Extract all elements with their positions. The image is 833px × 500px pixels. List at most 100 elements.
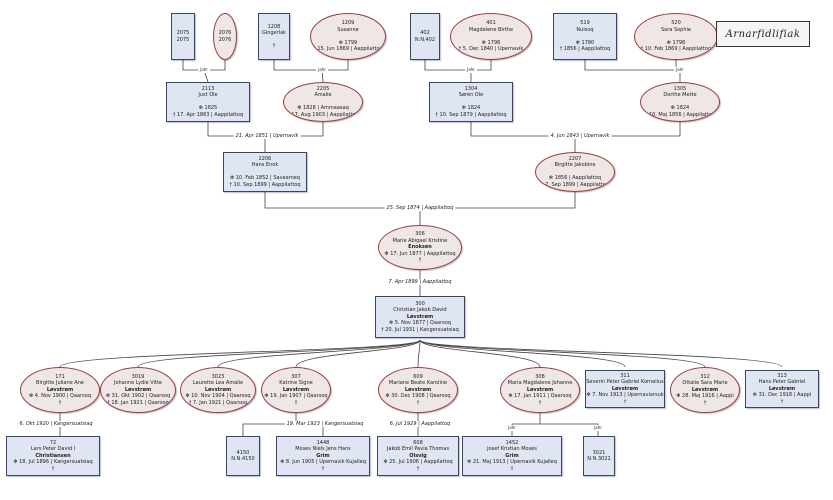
person-id: 2076 <box>218 30 232 36</box>
person-details: 2075 <box>177 37 190 44</box>
person-id: 312 <box>700 373 710 380</box>
junction-label: Jahr <box>506 425 518 431</box>
person-id: 300 <box>415 300 425 307</box>
person-line: Magdalene Birthe <box>468 26 514 33</box>
couple-connector <box>540 423 599 436</box>
person-details: Nulsoq ✻ 1780† 1856 | Aappilattoq <box>560 27 611 53</box>
person-line: † 20. Jul 1931 | Kangersuatsiaq <box>381 326 459 333</box>
person-line: Moses Niels Jens Hans <box>295 446 351 453</box>
person-line: † <box>418 257 422 264</box>
person-line: ✻ 1828 | Ammaasaq <box>297 105 349 112</box>
person-details: Dorthe Mette ✻ 1824† 10. Maj 1856 | Aapp… <box>645 92 715 118</box>
person-line: N.N.4150 <box>231 456 255 462</box>
person-line: ✻ 1824 <box>461 105 481 112</box>
person-line: Nulsoq <box>576 26 594 33</box>
person-line: N.N.3021 <box>587 456 611 462</box>
person-line: Gingerlak <box>261 30 287 36</box>
child-connector <box>137 339 421 368</box>
person-line: Hans Enok <box>251 162 279 169</box>
person-line: ✻ 4. Nov 1900 | Qaarsoq <box>28 393 92 400</box>
person-line: † 1856 | Aappilattoq <box>559 46 611 53</box>
person-line: † <box>416 465 420 472</box>
person-line: ✻ 5. Nov 1877 | Qaarsoq <box>388 320 451 327</box>
person-line: ✻ 10. Feb 1852 | Savaarneq <box>229 175 301 182</box>
junction-label: Jahr <box>316 67 328 73</box>
person-line: † <box>321 465 325 472</box>
person-line: ✻ 17. Jun 1877 | Aappilattoq <box>384 250 456 257</box>
couple-connector <box>584 60 677 71</box>
person-line: Ottalie Sara Marie <box>682 380 728 387</box>
person-surname: Enoksen <box>408 244 432 251</box>
person-id: 609 <box>413 373 423 380</box>
person-line: ✻ 30. Dec 1908 | Qaarsoq <box>385 393 451 400</box>
person-line: † 18. Jan 1921 | Qaarsoq <box>107 399 169 406</box>
marriage-label: 6. Okt 1920 | Kangersuatsiaq <box>17 421 95 427</box>
child-connector <box>295 339 421 368</box>
person-line: † <box>780 398 784 405</box>
person-line: † 7. Sep 1899 | Aappilattoq <box>541 181 609 188</box>
person-surname: Løvstrøm <box>124 386 152 393</box>
marriage-label: 6. Jul 1929 | Aappilattoq <box>387 421 453 427</box>
person-line: ✻ 21. Maj 1913 | Upernavik Kujalleq <box>467 459 557 466</box>
child-connector <box>419 339 706 368</box>
person-surname: Grim <box>505 452 519 459</box>
person-line: Katrine Signe <box>279 380 313 387</box>
person-line: † 10. Maj 1856 | Aappilattoq <box>644 111 716 118</box>
person-line: Søren Ole <box>458 92 484 99</box>
person-line: Amalie <box>314 92 332 99</box>
person-line: † 10. Feb 1869 | Aappilattoq <box>640 46 712 53</box>
person-line: † 7. Jan 1921 | Qaarsoq <box>188 399 248 406</box>
person-line: ✻ 28. Maj 1916 | Aappi <box>676 393 734 400</box>
person-id: 2206 <box>258 155 272 162</box>
person-line: ✻ 1856 | Aappilattoq <box>548 175 602 182</box>
person-line: † 15. Jun 1869 | Aappilattoq <box>313 46 383 53</box>
person-line: † 17. Aug 1903 | Aappilattoq <box>287 111 359 118</box>
person-line: Jakob Emil Pavia Thomas <box>386 446 450 453</box>
person-id: 520 <box>671 20 681 27</box>
person-line: Birgitte Jakobine <box>554 162 596 169</box>
person-id: 2205 <box>316 85 330 92</box>
person-details: N.N.4150 <box>231 456 254 463</box>
person-line: ✻ 31. Dec 1918 | Aappi <box>752 392 812 399</box>
person-surname: Grim <box>316 452 330 459</box>
person-id: 3023 <box>211 373 225 380</box>
